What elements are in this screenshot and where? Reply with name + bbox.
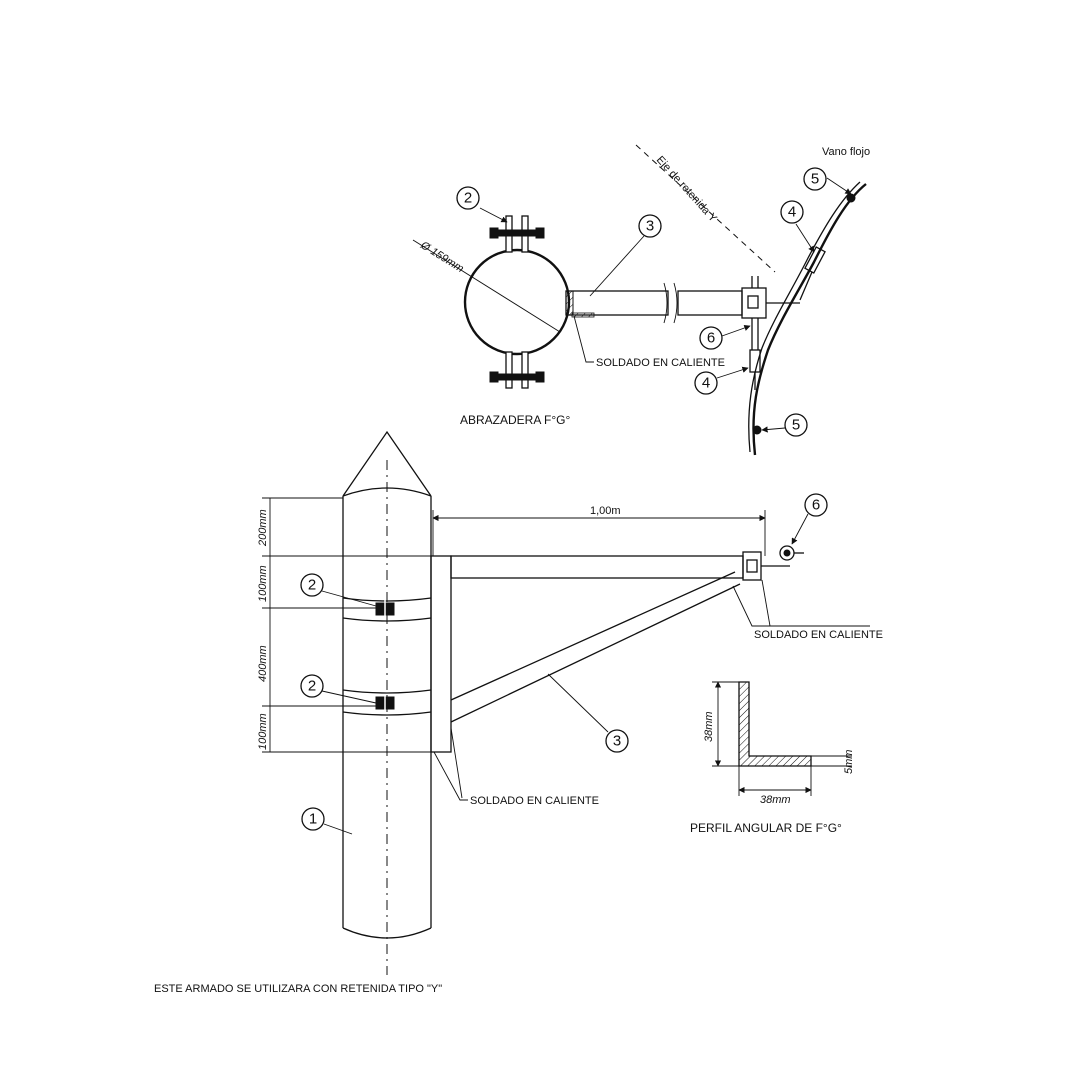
callout-5-lower: 5 [761,413,808,437]
clamp-ring [463,248,571,356]
svg-text:3: 3 [613,733,621,750]
bolt-head [489,371,499,383]
guy-axis-label: Eje de retenida Y [654,154,720,225]
clamp-title: ABRAZADERA F°G° [460,413,570,427]
dim-width-38: 38mm [760,794,791,806]
diameter-label: Ø 159mm [418,239,466,275]
callout-3-top: 3 [589,214,662,297]
dim-thickness-5: 5mm [843,750,855,774]
top-view: Ø 159mm Eje de retenida Y [412,144,870,456]
svg-text:4: 4 [788,204,796,221]
weld-label-top: SOLDADO EN CALIENTE [596,357,725,369]
dim-100-top: 100mm [257,565,269,602]
svg-text:6: 6 [707,330,715,347]
bracket-plate [430,555,452,753]
svg-text:2: 2 [308,577,316,594]
dim-height-38: 38mm [703,711,715,742]
callout-6-top: 6 [699,324,751,350]
callout-2-top: 2 [456,186,508,223]
bolt-nut [535,227,545,239]
diagonal-brace-top [450,571,736,701]
svg-text:5: 5 [811,171,819,188]
callout-1-elev: 1 [301,807,353,835]
svg-text:5: 5 [792,417,800,434]
callout-4-upper: 4 [780,200,815,253]
callout-6-elev: 6 [791,493,828,545]
svg-text:2: 2 [308,678,316,695]
weld-hatch [565,290,574,316]
svg-text:4: 4 [702,375,710,392]
clamp-ear [505,351,513,389]
arm-end-block [742,551,762,581]
svg-text:3: 3 [646,218,654,235]
slack-span-label: Vano flojo [822,146,870,158]
callout-3-elev: 3 [547,673,629,753]
profile-title: PERFIL ANGULAR DE F°G° [690,821,842,835]
angle-section [738,681,812,767]
elevation-view: 1,00m 200mm 100mm 400mm 100mm 6 2 2 3 [257,430,883,975]
weld-label-bottom: SOLDADO EN CALIENTE [470,795,599,807]
clamp-bolt [493,229,541,237]
span-label: 1,00m [590,505,621,517]
guy-axis [635,144,776,273]
clamp-ear [521,351,529,389]
bolt-nut [535,371,545,383]
svg-text:1: 1 [309,811,317,828]
diagonal-brace-bottom [450,583,741,723]
dim-100-bottom: 100mm [257,713,269,750]
diameter-leader [412,239,561,333]
footer-note: ESTE ARMADO SE UTILIZARA CON RETENIDA TI… [154,983,442,995]
dim-400: 400mm [257,645,269,682]
guy-cable [752,183,867,456]
callout-2-elev-lower: 2 [300,674,377,704]
arm-segment-left [565,290,669,316]
horizontal-arm [450,555,744,579]
turnbuckle-upper [804,246,826,274]
arm-segment-right [677,290,743,316]
pole-top-cone [342,430,432,497]
callout-5-upper: 5 [803,167,852,195]
clamp-bolt [493,373,541,381]
bolt-head [489,227,499,239]
dim-200: 200mm [257,509,269,547]
end-plate [741,287,767,319]
callout-2-elev-upper: 2 [300,573,377,607]
svg-text:6: 6 [812,497,820,514]
callout-4-lower: 4 [694,366,749,395]
weld-label-right: SOLDADO EN CALIENTE [754,629,883,641]
angle-profile: 38mm 38mm 5mm PERFIL ANGULAR DE F°G° [690,681,855,835]
svg-text:2: 2 [464,190,472,207]
